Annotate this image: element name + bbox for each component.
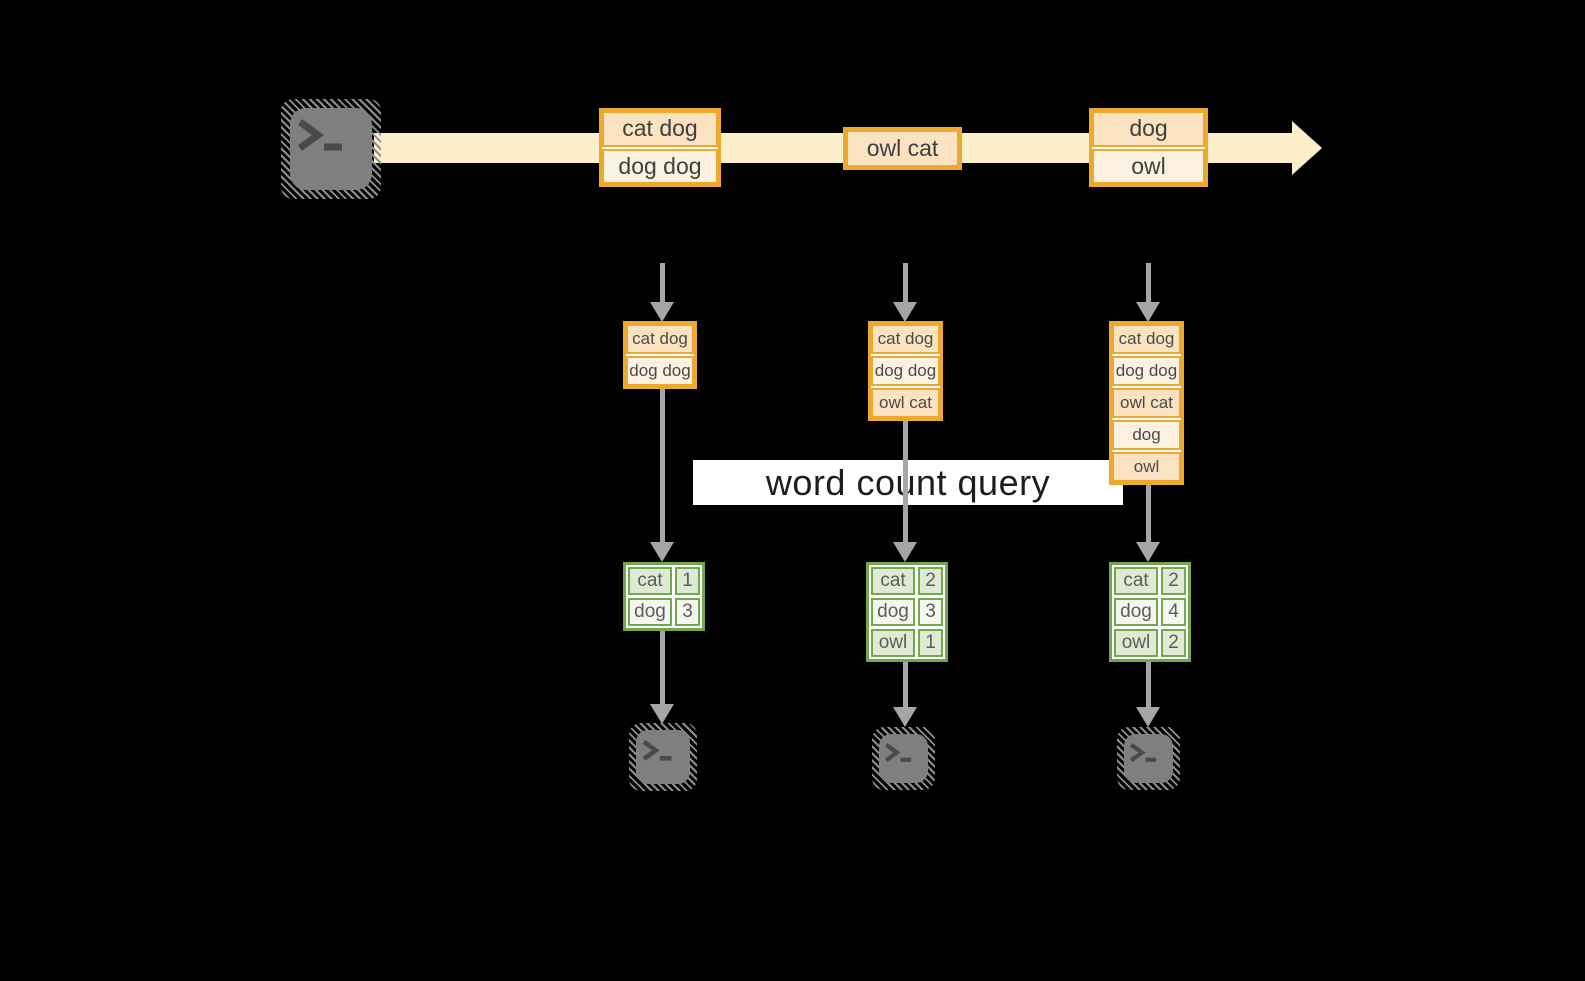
flow-arrowhead-icon (893, 542, 917, 562)
count-word: dog (871, 598, 915, 626)
count-value: 2 (1161, 629, 1186, 657)
stream-event: dog dog (602, 148, 718, 184)
count-word: dog (628, 598, 672, 626)
stream-event-group-3: dog owl (1089, 108, 1208, 187)
flow-arrow (660, 389, 665, 542)
prompt-glyph-icon (642, 739, 672, 761)
count-value: 2 (918, 567, 943, 595)
stream-event: cat dog (602, 111, 718, 147)
flow-arrow (903, 263, 908, 303)
buffer-row: cat dog (626, 324, 694, 354)
flow-arrowhead-icon (650, 542, 674, 562)
buffer-stack-1: cat dog dog dog (623, 321, 697, 389)
flow-arrow (1146, 485, 1151, 542)
flow-arrowhead-icon (1136, 542, 1160, 562)
count-word: dog (1114, 598, 1158, 626)
prompt-glyph-icon (884, 743, 912, 762)
flow-arrow (660, 631, 665, 704)
flow-arrowhead-icon (1136, 302, 1160, 322)
flow-arrow (1146, 263, 1151, 303)
buffer-row: owl (1112, 452, 1181, 482)
count-word: cat (871, 567, 915, 595)
stream-event-group-2: owl cat (843, 127, 962, 170)
flow-arrowhead-icon (893, 707, 917, 727)
query-banner: word count query (693, 460, 1123, 505)
stream-event: owl cat (846, 130, 959, 167)
stream-arrowhead-icon (1292, 121, 1322, 175)
count-value: 3 (675, 598, 700, 626)
buffer-row: dog dog (1112, 356, 1181, 386)
count-value: 2 (1161, 567, 1186, 595)
flow-arrowhead-icon (1136, 707, 1160, 727)
stream-event-group-1: cat dog dog dog (599, 108, 721, 187)
flow-arrowhead-icon (650, 302, 674, 322)
count-value: 4 (1161, 598, 1186, 626)
prompt-glyph-icon (297, 119, 342, 151)
count-table-2: cat 2 dog 3 owl 1 (866, 562, 948, 662)
flow-arrow (903, 421, 908, 542)
buffer-row: cat dog (1112, 324, 1181, 354)
flow-arrow (660, 263, 665, 303)
flow-arrowhead-icon (893, 302, 917, 322)
sink-terminal-icon-1 (629, 723, 697, 791)
buffer-row: dog (1112, 420, 1181, 450)
buffer-row: dog dog (626, 356, 694, 386)
count-word: cat (1114, 567, 1158, 595)
source-terminal-icon (281, 99, 381, 199)
count-word: cat (628, 567, 672, 595)
buffer-stack-2: cat dog dog dog owl cat (868, 321, 943, 421)
count-word: owl (871, 629, 915, 657)
stream-event: dog (1092, 111, 1205, 147)
stream-event: owl (1092, 148, 1205, 184)
buffer-row: owl cat (871, 388, 940, 418)
sink-terminal-icon-2 (872, 727, 935, 790)
flow-arrowhead-icon (650, 704, 674, 724)
buffer-row: cat dog (871, 324, 940, 354)
count-table-1: cat 1 dog 3 (623, 562, 705, 631)
count-word: owl (1114, 629, 1158, 657)
buffer-row: owl cat (1112, 388, 1181, 418)
terminal-screen (879, 734, 928, 783)
count-value: 3 (918, 598, 943, 626)
query-banner-label: word count query (765, 461, 1051, 503)
buffer-row: dog dog (871, 356, 940, 386)
prompt-glyph-icon (1129, 743, 1157, 762)
terminal-screen (1124, 734, 1173, 783)
flow-arrow (903, 662, 908, 707)
terminal-screen (290, 108, 372, 190)
terminal-screen (636, 730, 690, 784)
count-value: 1 (675, 567, 700, 595)
count-value: 1 (918, 629, 943, 657)
count-table-3: cat 2 dog 4 owl 2 (1109, 562, 1191, 662)
flow-arrow (1146, 662, 1151, 707)
buffer-stack-3: cat dog dog dog owl cat dog owl (1109, 321, 1184, 485)
sink-terminal-icon-3 (1117, 727, 1180, 790)
